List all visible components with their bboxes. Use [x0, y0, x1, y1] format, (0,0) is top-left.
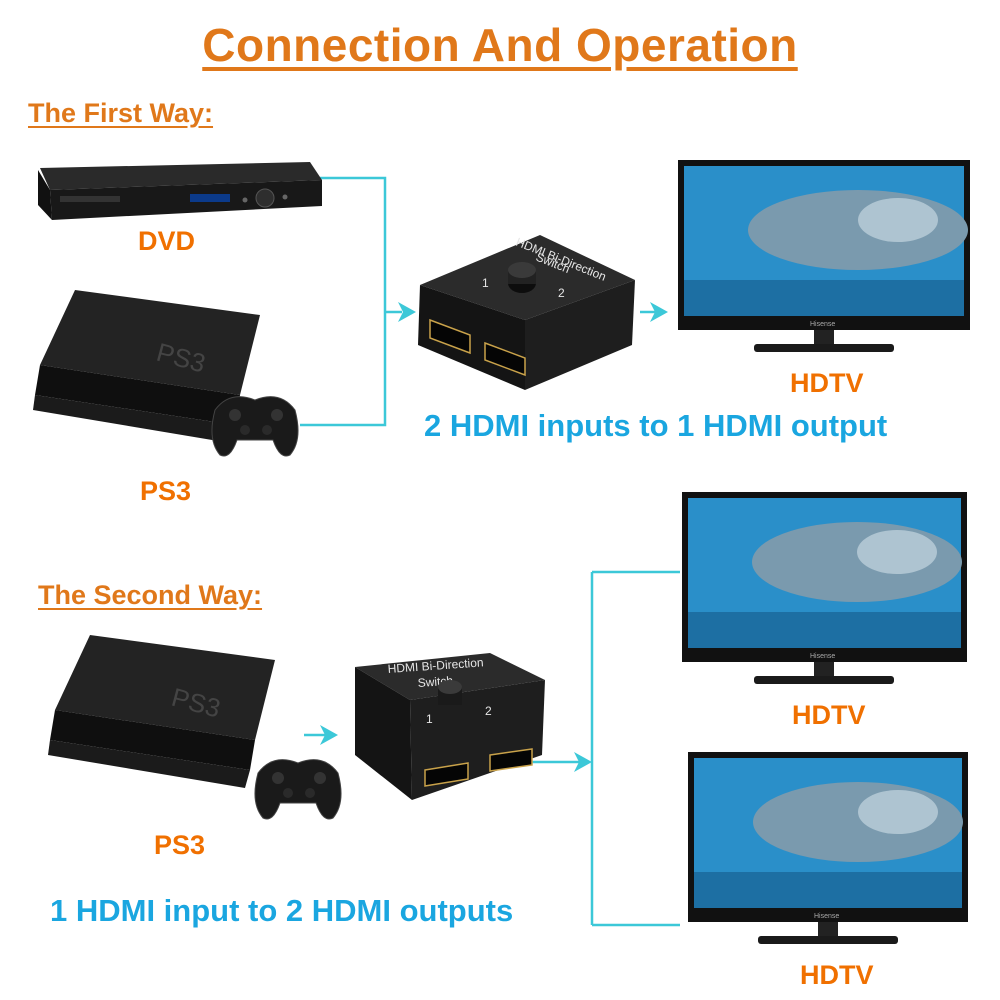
tv-brand: Hisense: [810, 653, 835, 660]
hdtv-label-bottom: HDTV: [800, 960, 874, 990]
port-2-label: 2: [558, 286, 565, 300]
gamepad-icon-2: [254, 759, 342, 820]
wire-ps3: [300, 312, 387, 427]
first-way-description: 2 HDMI inputs to 1 HDMI output: [424, 408, 888, 443]
hdtv-image-bottom: Hisense: [688, 752, 968, 944]
wire-dvd: [320, 176, 387, 312]
hdtv-label: HDTV: [790, 368, 864, 398]
page-title: Connection And Operation: [202, 19, 798, 71]
dvd-player-image: [38, 162, 322, 220]
port-2-label: 2: [485, 704, 492, 718]
port-1-label: 1: [482, 276, 489, 290]
arrow-icon: [650, 302, 668, 322]
second-way-description: 1 HDMI input to 2 HDMI outputs: [50, 893, 514, 928]
arrow-icon: [320, 725, 338, 745]
second-way-heading: The Second Way:: [38, 580, 263, 610]
arrow-icon: [574, 752, 592, 772]
dvd-label: DVD: [138, 226, 196, 256]
hdtv-image-top: Hisense: [682, 492, 967, 684]
tv-brand: Hisense: [814, 913, 839, 920]
hdtv-label-top: HDTV: [792, 700, 866, 730]
ps3-label: PS3: [140, 476, 192, 506]
tv-brand: Hisense: [810, 321, 835, 328]
port-1-label: 1: [426, 712, 433, 726]
ps3-console-image-2: PS3: [48, 635, 275, 788]
hdmi-switch-image-2: HDMI Bi-Direction Switch 1 2: [355, 653, 545, 800]
gamepad-icon: [211, 396, 299, 457]
hdtv-image: Hisense: [678, 160, 970, 352]
first-way-heading: The First Way:: [28, 98, 214, 128]
hdmi-switch-image: HDMI Bi-Direction Switch 1 2: [418, 235, 635, 390]
ps3-label-2: PS3: [154, 830, 206, 860]
switch-label: HDMI Bi-Direction: [387, 655, 484, 676]
arrow-icon: [398, 302, 416, 322]
ps3-console-image: PS3: [33, 290, 260, 443]
